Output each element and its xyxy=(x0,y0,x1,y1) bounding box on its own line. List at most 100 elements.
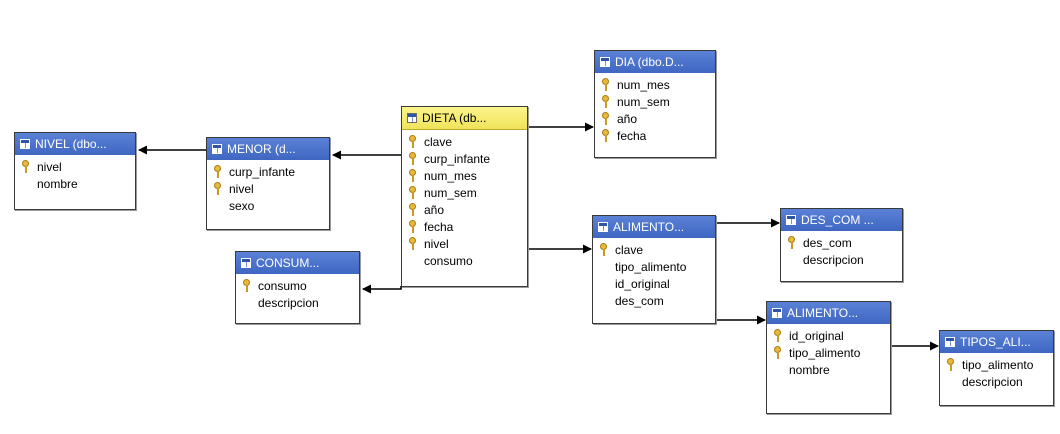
column-row[interactable]: consumo xyxy=(236,277,359,294)
column-name: nombre xyxy=(789,362,830,377)
column-name: id_original xyxy=(615,276,670,291)
key-slot xyxy=(595,78,617,91)
table-header[interactable]: MENOR (d... xyxy=(207,138,329,160)
table-title: DIA (dbo.D... xyxy=(615,55,684,69)
key-slot xyxy=(593,243,615,256)
key-icon xyxy=(214,165,222,178)
column-row[interactable]: nombre xyxy=(15,175,135,192)
key-slot xyxy=(595,112,617,125)
table-title: ALIMENTO... xyxy=(787,306,859,320)
key-slot xyxy=(767,346,789,359)
table-header[interactable]: ALIMENTO... xyxy=(593,216,715,238)
key-slot xyxy=(595,95,617,108)
column-row[interactable]: curp_infante xyxy=(207,163,329,180)
column-row[interactable]: des_com xyxy=(593,292,715,309)
key-icon xyxy=(600,243,608,256)
table-header[interactable]: DIETA (db... xyxy=(402,107,527,130)
column-row[interactable]: fecha xyxy=(595,127,715,144)
key-slot xyxy=(402,169,424,182)
column-name: curp_infante xyxy=(229,164,296,179)
column-row[interactable]: sexo xyxy=(207,197,329,214)
column-row[interactable]: num_sem xyxy=(402,184,527,201)
column-row[interactable]: descripcion xyxy=(781,251,902,268)
table-header[interactable]: ALIMENTO... xyxy=(767,302,890,324)
column-name: clave xyxy=(615,242,644,257)
table-header[interactable]: TIPOS_ALI... xyxy=(940,331,1053,353)
table-title: NIVEL (dbo... xyxy=(35,137,107,151)
column-row[interactable]: fecha xyxy=(402,218,527,235)
table-header[interactable]: NIVEL (dbo... xyxy=(15,133,135,155)
key-slot xyxy=(940,358,962,371)
column-row[interactable]: año xyxy=(595,110,715,127)
table-alimento1[interactable]: ALIMENTO... clave tipo_alimento id_original… xyxy=(592,215,716,324)
column-row[interactable]: nivel xyxy=(15,158,135,175)
column-row[interactable]: id_original xyxy=(593,275,715,292)
column-row[interactable]: nivel xyxy=(207,180,329,197)
column-name: fecha xyxy=(617,128,647,143)
column-row[interactable]: descripcion xyxy=(236,294,359,311)
key-slot xyxy=(402,220,424,233)
column-row[interactable]: consumo xyxy=(402,252,527,269)
table-title: DIETA (db... xyxy=(422,111,487,125)
column-name: descripcion xyxy=(258,295,319,310)
column-row[interactable]: clave xyxy=(402,133,527,150)
column-name: consumo xyxy=(424,253,473,268)
key-slot xyxy=(402,203,424,216)
column-name: tipo_alimento xyxy=(789,345,861,360)
key-icon xyxy=(602,78,610,91)
column-row[interactable]: tipo_alimento xyxy=(593,258,715,275)
key-icon xyxy=(602,112,610,125)
column-row[interactable]: id_original xyxy=(767,327,890,344)
column-name: sexo xyxy=(229,198,255,213)
column-name: num_sem xyxy=(424,185,477,200)
column-row[interactable]: tipo_alimento xyxy=(940,356,1053,373)
column-name: fecha xyxy=(424,219,454,234)
key-icon xyxy=(788,236,796,249)
table-icon xyxy=(786,215,796,225)
column-row[interactable]: descripcion xyxy=(940,373,1053,390)
column-row[interactable]: num_mes xyxy=(595,76,715,93)
column-name: año xyxy=(424,202,445,217)
column-row[interactable]: nombre xyxy=(767,361,890,378)
column-row[interactable]: num_sem xyxy=(595,93,715,110)
table-header[interactable]: DES_COM ... xyxy=(781,209,902,231)
column-name: nombre xyxy=(37,176,78,191)
column-name: año xyxy=(617,111,638,126)
table-title: MENOR (d... xyxy=(227,142,296,156)
column-row[interactable]: curp_infante xyxy=(402,150,527,167)
key-icon xyxy=(947,358,955,371)
column-row[interactable]: año xyxy=(402,201,527,218)
table-header[interactable]: CONSUM... xyxy=(236,252,359,274)
key-icon xyxy=(409,203,417,216)
table-title: TIPOS_ALI... xyxy=(960,335,1031,349)
column-name: tipo_alimento xyxy=(615,259,687,274)
table-icon xyxy=(241,258,251,268)
table-header[interactable]: DIA (dbo.D... xyxy=(595,51,715,73)
key-slot xyxy=(402,237,424,250)
column-row[interactable]: des_com xyxy=(781,234,902,251)
column-row[interactable]: nivel xyxy=(402,235,527,252)
column-row[interactable]: num_mes xyxy=(402,167,527,184)
key-icon xyxy=(409,220,417,233)
column-row[interactable]: tipo_alimento xyxy=(767,344,890,361)
column-name: des_com xyxy=(615,293,664,308)
key-slot xyxy=(781,236,803,249)
column-name: id_original xyxy=(789,328,844,343)
key-slot xyxy=(236,279,258,292)
column-row[interactable]: clave xyxy=(593,241,715,258)
key-icon xyxy=(409,135,417,148)
key-icon xyxy=(409,152,417,165)
